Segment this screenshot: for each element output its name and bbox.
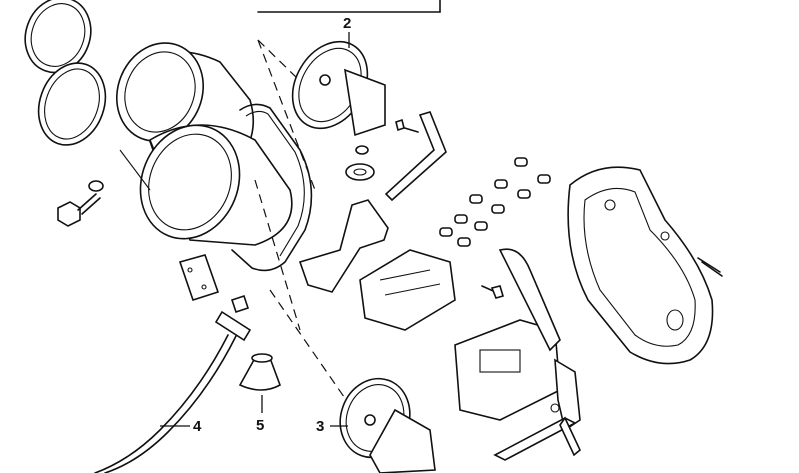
- l-bracket-strip: [384, 111, 447, 202]
- circuit-holder: [359, 249, 456, 331]
- instrument-ring-inner: [37, 62, 107, 146]
- circuit-board: [454, 248, 581, 432]
- rear-cover: [567, 166, 714, 365]
- rubber-cap: [238, 353, 281, 391]
- callout-label-5: 5: [256, 417, 264, 434]
- callout-4: 4: [160, 418, 202, 435]
- tachometer-gauge: [339, 377, 436, 473]
- callout-2: 2: [343, 15, 351, 48]
- instrument-ring-outer: [24, 0, 92, 74]
- callout-label-3: 3: [316, 418, 324, 435]
- cross-bracket: [298, 199, 389, 293]
- mounting-plate: [178, 254, 220, 302]
- callout-label-2: 2: [343, 15, 351, 32]
- gauge-screw: [395, 118, 419, 133]
- board-screw: [481, 285, 504, 299]
- callout-3: 3: [316, 418, 348, 435]
- mounting-screw-left: [57, 180, 104, 227]
- callout-5: 5: [256, 395, 264, 434]
- speedometer-gauge: [291, 40, 386, 181]
- bulb-sockets: [439, 157, 551, 247]
- instrument-housing: [115, 42, 293, 246]
- bottom-bracket: [493, 403, 581, 461]
- cover-screw: [697, 257, 723, 277]
- housing-gasket: [231, 103, 313, 272]
- top-bracket-line: [257, 0, 441, 13]
- callout-label-4: 4: [193, 418, 202, 435]
- speedometer-cable: [94, 294, 252, 473]
